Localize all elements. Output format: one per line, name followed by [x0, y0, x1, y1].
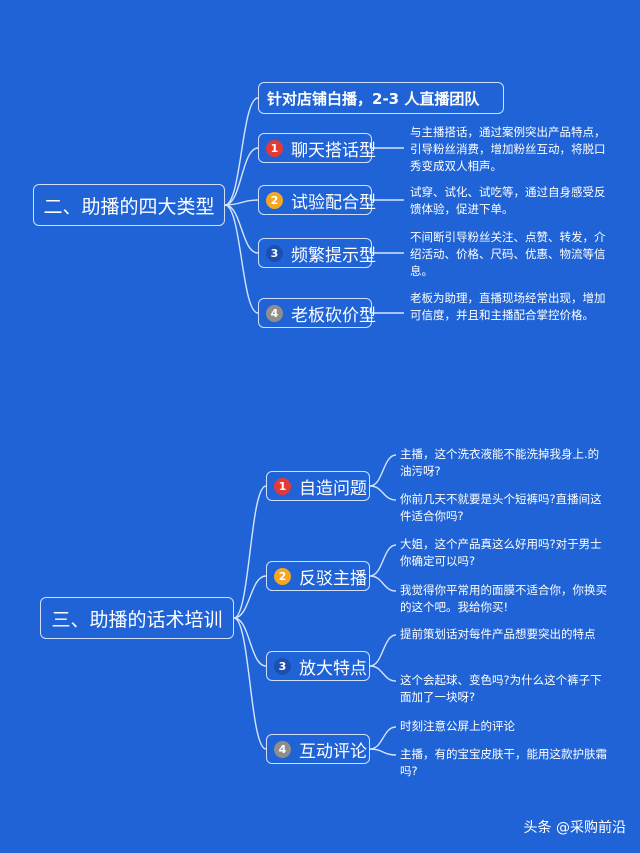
connector-s2-desc-3-1 [369, 634, 397, 667]
section1-branch-4-label: 老板砍价型 [291, 305, 376, 326]
number-badge-icon: 4 [274, 740, 291, 758]
section1-root-text: 二、助播的四大类型 [43, 195, 215, 218]
connector-s2-desc-4-1 [369, 726, 397, 750]
section1-branch-4: 4 老板砍价型 [258, 298, 376, 328]
section2-desc-2-1: 大姐，这个产品真这么好用吗?对于男士你确定可以吗? [400, 537, 602, 568]
section2-branch-2: 2 反驳主播 [266, 561, 370, 591]
section2-desc-2-2: 我觉得你平常用的面膜不适合你，你换买的这个吧。我给你买! [400, 583, 607, 614]
section1-desc-4: 老板为助理，直播现场经常出现，增加可信度，并且和主播配合掌控价格。 [410, 291, 606, 322]
section2-desc-4-1: 时刻注意公屏上的评论 [400, 719, 515, 733]
connector-s2-desc-1-1 [369, 454, 397, 487]
section1-branch-3: 3 频繁提示型 [258, 238, 376, 268]
connector-s2-desc-1-2 [369, 485, 397, 501]
section1-branch-3-label: 频繁提示型 [291, 245, 376, 266]
connector-branch-3 [224, 204, 259, 254]
connector-branch-1 [224, 147, 259, 206]
connector-s2-desc-3-2 [369, 665, 397, 682]
section2-branch-3: 3 放大特点 [266, 651, 370, 681]
section2-desc-3-1: 提前策划话对每件产品想要突出的特点 [400, 627, 596, 641]
connector-s2-branch-3 [233, 617, 267, 667]
section2-root: 三、助播的话术培训 [40, 597, 234, 639]
number-badge-icon: 3 [274, 657, 291, 675]
watermark: 头条 @采购前沿 [523, 820, 626, 836]
number-badge-icon: 3 [266, 244, 283, 262]
connector-s2-desc-2-2 [369, 575, 397, 592]
connector-branch-4 [224, 204, 259, 314]
connector-s2-desc-4-2 [369, 748, 397, 756]
connector-branch-2 [224, 199, 259, 206]
section1-desc-1: 与主播搭话，通过案例突出产品特点，引导粉丝消费，增加粉丝互动，将脱口秀变成双人相… [410, 125, 606, 173]
section2-desc-1-1: 主播，这个洗衣液能不能洗掉我身上.的油污呀? [400, 447, 600, 478]
section1-branch-1-label: 聊天搭话型 [291, 140, 376, 161]
connector-s2-branch-4 [233, 617, 267, 750]
section2-branch-4: 4 互动评论 [266, 734, 370, 764]
section1-header-text: 针对店铺白播，2-3 人直播团队 [267, 89, 480, 108]
number-badge-icon: 1 [266, 139, 283, 157]
number-badge-icon: 1 [274, 477, 291, 495]
number-badge-icon: 4 [266, 304, 283, 322]
section2-desc-3-2: 这个会起球、变色吗?为什么这个裤子下面加了一块呀? [400, 673, 602, 704]
section2-branch-4-label: 互动评论 [299, 741, 367, 762]
section1-branch-2: 2 试验配合型 [258, 185, 376, 215]
connector-s2-branch-1 [233, 485, 267, 619]
section1-branch-2-label: 试验配合型 [291, 192, 376, 213]
section1-desc-3: 不间断引导粉丝关注、点赞、转发，介绍活动、价格、尺码、优惠、物流等信息。 [410, 230, 606, 278]
connector-s2-branch-2 [233, 575, 267, 619]
section2-desc-4-2: 主播，有的宝宝皮肤干，能用这款护肤霜吗? [400, 747, 607, 778]
number-badge-icon: 2 [274, 567, 291, 585]
section2-branch-3-label: 放大特点 [299, 658, 367, 679]
section2-root-text: 三、助播的话术培训 [51, 608, 223, 631]
section1-desc-2: 试穿、试化、试吃等，通过自身感受反馈体验，促进下单。 [410, 185, 606, 216]
section1-branch-1: 1 聊天搭话型 [258, 133, 376, 163]
section1-root: 二、助播的四大类型 [33, 184, 225, 226]
connector-header [224, 97, 259, 206]
section1-header: 针对店铺白播，2-3 人直播团队 [258, 82, 504, 114]
section2-branch-1: 1 自造问题 [266, 471, 370, 501]
number-badge-icon: 2 [266, 191, 283, 209]
connector-s2-desc-2-1 [369, 544, 397, 577]
section2-branch-2-label: 反驳主播 [299, 568, 367, 589]
section2-branch-1-label: 自造问题 [299, 478, 367, 499]
section2-desc-1-2: 你前几天不就要是头个短裤吗?直播间这件适合你吗? [400, 492, 602, 523]
